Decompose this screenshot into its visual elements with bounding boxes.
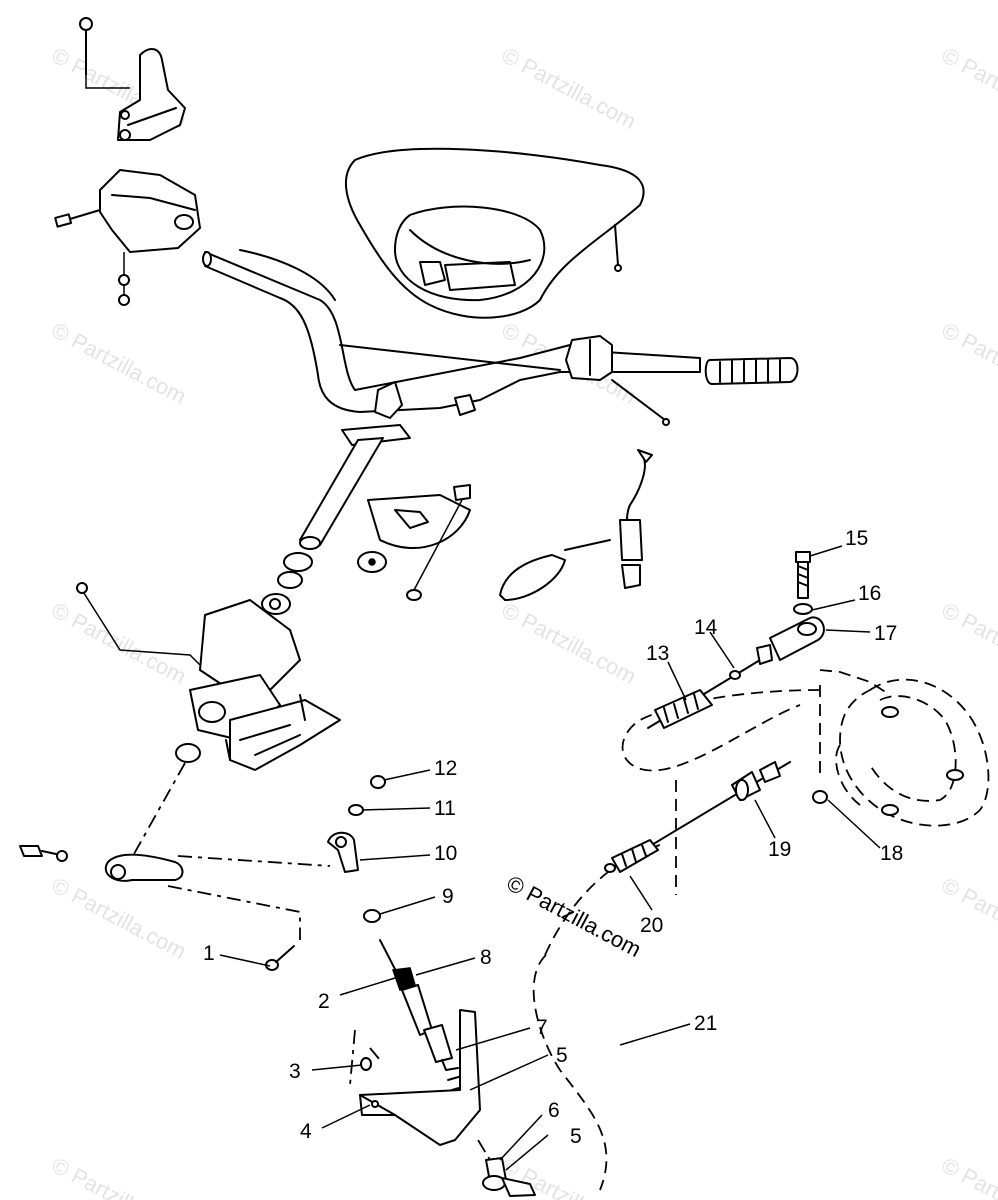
- callout-16: 16: [858, 582, 881, 605]
- watermark: © Partzilla.com: [938, 42, 998, 134]
- tie-rod-end: [327, 775, 386, 923]
- steering-arm: [19, 762, 331, 971]
- callout-10: 10: [434, 842, 457, 865]
- callout-19: 19: [768, 838, 791, 861]
- callout-3: 3: [289, 1060, 301, 1083]
- callout-6: 6: [548, 1099, 560, 1122]
- callout-7: 7: [536, 1016, 548, 1039]
- callout-1: 1: [203, 942, 215, 965]
- callout-12: 12: [434, 757, 457, 780]
- watermark: © Partzilla.com: [938, 872, 998, 964]
- callout-13: 13: [646, 642, 669, 665]
- choke-cable: [604, 761, 791, 873]
- callout-4: 4: [300, 1120, 312, 1143]
- callout-2: 2: [318, 990, 330, 1013]
- watermark: © Partzilla.com: [498, 597, 641, 689]
- callout-14: 14: [694, 616, 718, 639]
- watermark: © Partzilla.com: [938, 1152, 998, 1200]
- throttle-cable-lower: [349, 939, 536, 1197]
- handlebar: [202, 249, 799, 426]
- callout-17: 17: [874, 622, 897, 645]
- watermark: © Partzilla.com: [938, 597, 998, 689]
- callout-18: 18: [880, 842, 903, 865]
- cable-loop: [532, 685, 821, 1191]
- steering-post: [261, 424, 411, 615]
- handlebar-pad: [344, 147, 645, 319]
- callout-20: 20: [640, 914, 663, 937]
- tether-switch: [499, 449, 653, 601]
- copyright-credit: © Partzilla.com: [503, 870, 646, 962]
- callout-15: 15: [845, 527, 868, 550]
- callout-9: 9: [442, 885, 454, 908]
- center-cover: [357, 484, 471, 601]
- engine-outline: [812, 669, 990, 827]
- throttle-housing-assembly: [54, 17, 201, 306]
- leader-lines: [219, 545, 881, 1171]
- callout-11: 11: [434, 797, 456, 820]
- callout-5b: 5: [570, 1125, 582, 1148]
- watermark: © Partzilla.com: [498, 42, 641, 134]
- watermark: © Partzilla.com: [48, 317, 191, 409]
- callout-labels: 1 2 3 4 5 5 6 7 8 9 10 11 12 13 14 15 16…: [203, 527, 903, 1148]
- upper-cable: [647, 551, 825, 729]
- callout-8: 8: [480, 946, 492, 969]
- steering-frame: [76, 582, 341, 771]
- callout-21: 21: [694, 1012, 717, 1035]
- callout-5a: 5: [556, 1044, 568, 1067]
- watermark: © Partzilla.com: [48, 1152, 191, 1200]
- watermark: © Partzilla.com: [48, 597, 191, 689]
- watermark: © Partzilla.com: [938, 317, 998, 409]
